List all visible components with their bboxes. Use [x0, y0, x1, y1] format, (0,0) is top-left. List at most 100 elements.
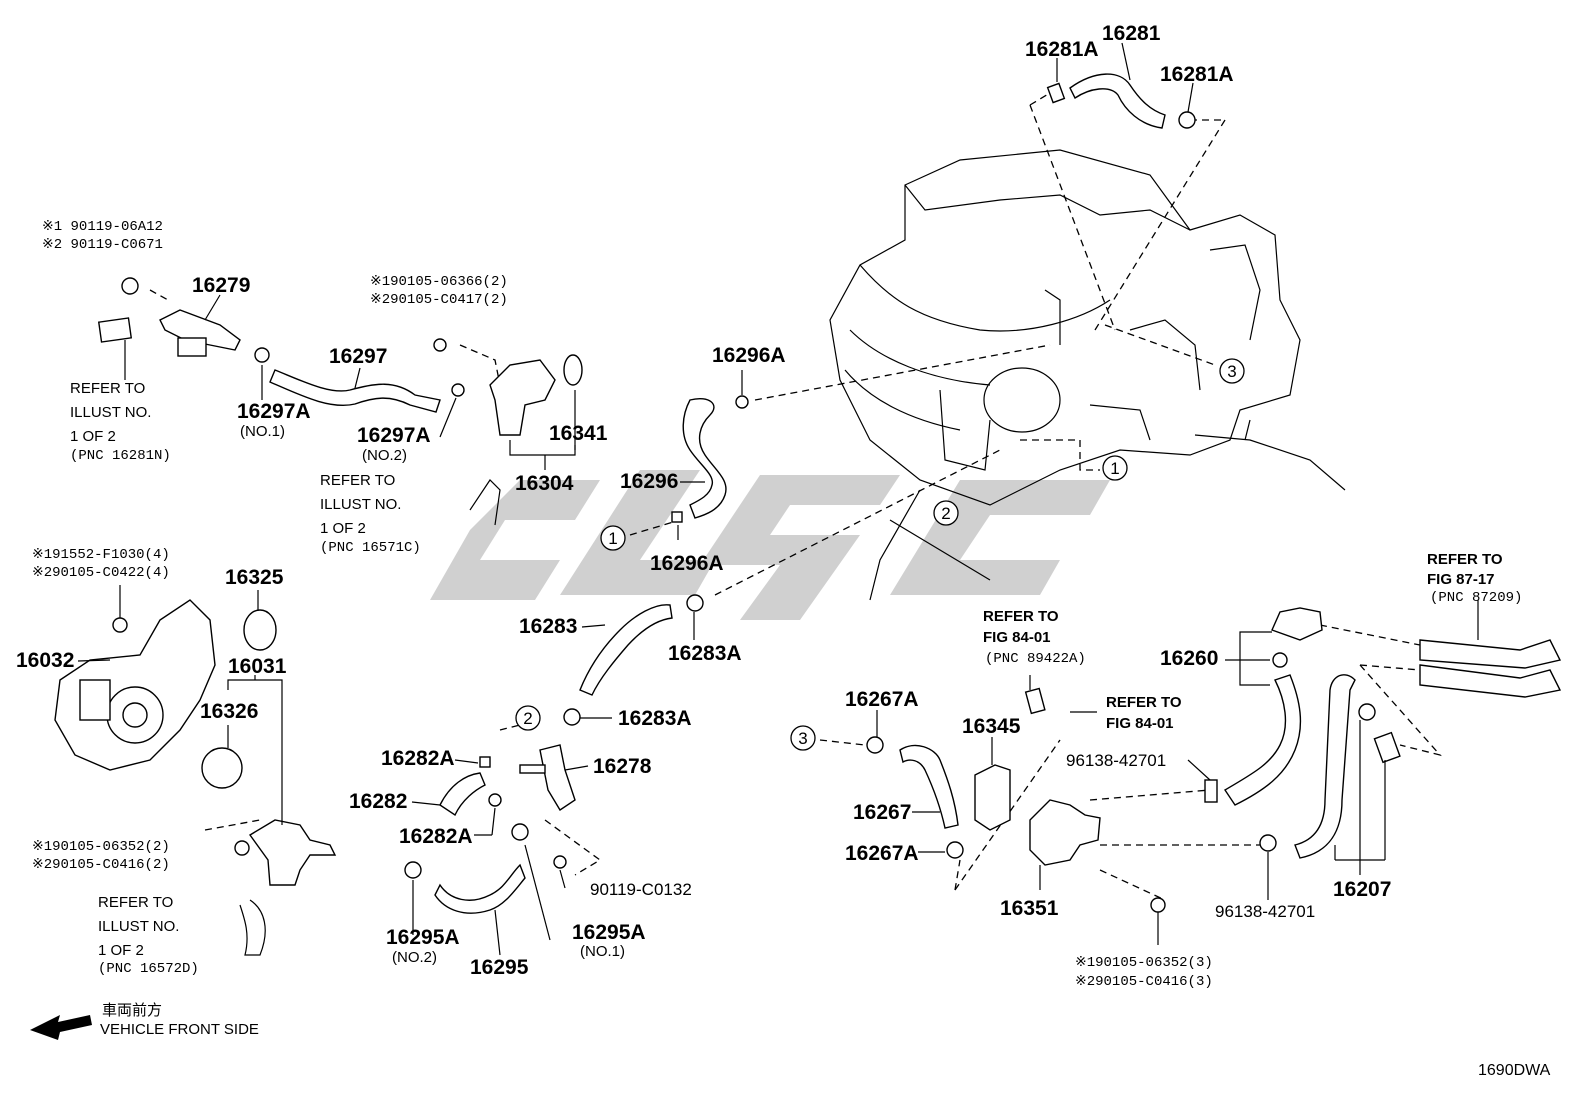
svg-text:2: 2	[523, 709, 532, 728]
svg-text:REFER TO: REFER TO	[1427, 551, 1503, 568]
label-16351[interactable]: 16351	[1000, 897, 1059, 920]
label-16281A-left[interactable]: 16281A	[1025, 38, 1099, 61]
label-16341[interactable]: 16341	[549, 422, 608, 445]
svg-text:FIG 84-01: FIG 84-01	[1106, 715, 1174, 732]
label-16282[interactable]: 16282	[349, 790, 407, 813]
label-16282A-top[interactable]: 16282A	[381, 747, 455, 770]
part-labels: 16281A 16281 16281A 16279 16297 16297A (…	[16, 22, 1391, 979]
svg-text:REFER TO: REFER TO	[983, 608, 1059, 625]
bolt-note-4b[interactable]: ※290105-C0416(2)	[32, 857, 170, 873]
label-16283[interactable]: 16283	[519, 615, 577, 638]
svg-text:3: 3	[798, 729, 807, 748]
refer-note-pnc-16571C[interactable]: REFER TO ILLUST NO. 1 OF 2 (PNC 16571C)	[320, 472, 421, 556]
svg-text:REFER TO: REFER TO	[320, 472, 395, 489]
label-16326[interactable]: 16326	[200, 700, 258, 723]
refer-note-pnc-87209[interactable]: REFER TO FIG 87-17 (PNC 87209)	[1427, 551, 1522, 606]
label-16295A-no1[interactable]: 16295A	[572, 921, 646, 944]
svg-text:ILLUST NO.: ILLUST NO.	[98, 918, 179, 935]
svg-text:REFER TO: REFER TO	[1106, 694, 1182, 711]
svg-text:REFER TO: REFER TO	[70, 380, 145, 397]
svg-text:ILLUST NO.: ILLUST NO.	[320, 496, 401, 513]
note-16297A-no1: (NO.1)	[240, 423, 285, 440]
label-16297[interactable]: 16297	[329, 345, 387, 368]
bolt-note-2a[interactable]: ※190105-06366(2)	[370, 274, 508, 290]
bolt-note-5a[interactable]: ※190105-06352(3)	[1075, 955, 1213, 971]
svg-text:(PNC 16571C): (PNC 16571C)	[320, 540, 421, 556]
callout-1-right: 1	[1102, 455, 1128, 481]
direction-label-en: VEHICLE FRONT SIDE	[100, 1021, 259, 1038]
label-16281[interactable]: 16281	[1102, 22, 1161, 45]
label-16031[interactable]: 16031	[228, 655, 287, 678]
label-16282A-bottom[interactable]: 16282A	[399, 825, 473, 848]
label-16345[interactable]: 16345	[962, 715, 1021, 738]
label-16325[interactable]: 16325	[225, 566, 284, 589]
bolt-note-3b[interactable]: ※290105-C0422(4)	[32, 565, 170, 581]
note-16295A-no2: (NO.2)	[392, 949, 437, 966]
label-16295A-no2[interactable]: 16295A	[386, 926, 460, 949]
refer-note-pnc-16281N[interactable]: REFER TO ILLUST NO. 1 OF 2 (PNC 16281N)	[70, 380, 171, 464]
callout-1-left: 1	[600, 525, 626, 551]
label-16032[interactable]: 16032	[16, 649, 74, 672]
callout-2-low: 2	[515, 705, 541, 731]
callout-2-mid: 2	[933, 500, 959, 526]
bolt-note-5b[interactable]: ※290105-C0416(3)	[1075, 974, 1213, 990]
label-16207[interactable]: 16207	[1333, 878, 1391, 901]
svg-text:1 OF 2: 1 OF 2	[70, 428, 116, 445]
label-16267A-top[interactable]: 16267A	[845, 688, 919, 711]
watermark-logo	[430, 470, 1110, 620]
svg-text:REFER TO: REFER TO	[98, 894, 173, 911]
front-arrow-icon	[30, 1015, 92, 1040]
note-16295A-no1: (NO.1)	[580, 943, 625, 960]
direction-label-ja: 車両前方	[102, 1002, 162, 1019]
bolt-note-3a[interactable]: ※191552-F1030(4)	[32, 547, 170, 563]
svg-text:1: 1	[608, 529, 617, 548]
bolt-notes: ※1 90119-06A12 ※2 90119-C0671 ※190105-06…	[32, 219, 1213, 990]
label-96138-42701-bottom[interactable]: 96138-42701	[1215, 902, 1315, 921]
label-96138-42701-top[interactable]: 96138-42701	[1066, 751, 1166, 770]
label-16278[interactable]: 16278	[593, 755, 652, 778]
svg-text:FIG 87-17: FIG 87-17	[1427, 571, 1495, 588]
label-16283A-top[interactable]: 16283A	[668, 642, 742, 665]
label-16283A-bottom[interactable]: 16283A	[618, 707, 692, 730]
svg-text:1 OF 2: 1 OF 2	[98, 942, 144, 959]
refer-note-pnc-89422A[interactable]: REFER TO FIG 84-01 (PNC 89422A)	[983, 608, 1086, 667]
callout-3-top: 3	[1219, 358, 1245, 384]
callout-3-low: 3	[790, 725, 816, 751]
svg-text:(PNC 87209): (PNC 87209)	[1430, 590, 1522, 606]
label-16296A-top[interactable]: 16296A	[712, 344, 786, 367]
label-16296A-bottom[interactable]: 16296A	[650, 552, 724, 575]
label-16296[interactable]: 16296	[620, 470, 678, 493]
label-16279[interactable]: 16279	[192, 274, 250, 297]
refer-note-fig-84-01[interactable]: REFER TO FIG 84-01	[1106, 694, 1182, 732]
svg-text:1 OF 2: 1 OF 2	[320, 520, 366, 537]
note-16297A-no2: (NO.2)	[362, 447, 407, 464]
bolt-note-2b[interactable]: ※290105-C0417(2)	[370, 292, 508, 308]
connector-lines	[149, 89, 1442, 901]
label-16295[interactable]: 16295	[470, 956, 529, 979]
svg-text:3: 3	[1227, 362, 1236, 381]
label-16304[interactable]: 16304	[515, 472, 574, 495]
bolt-note-4a[interactable]: ※190105-06352(2)	[32, 839, 170, 855]
svg-text:1: 1	[1110, 459, 1119, 478]
svg-text:(PNC 89422A): (PNC 89422A)	[985, 651, 1086, 667]
leader-lines	[77, 42, 1479, 956]
svg-text:2: 2	[941, 504, 950, 523]
engine-block-outline	[829, 149, 1346, 601]
part-shapes	[30, 73, 1562, 1040]
svg-text:(PNC 16572D): (PNC 16572D)	[98, 961, 199, 977]
label-90119-C0132[interactable]: 90119-C0132	[590, 880, 692, 899]
label-16267[interactable]: 16267	[853, 801, 911, 824]
svg-text:ILLUST NO.: ILLUST NO.	[70, 404, 151, 421]
label-16297A-no1[interactable]: 16297A	[237, 400, 311, 423]
label-16281A-right[interactable]: 16281A	[1160, 63, 1234, 86]
refer-note-pnc-16572D[interactable]: REFER TO ILLUST NO. 1 OF 2 (PNC 16572D)	[98, 894, 199, 977]
front-direction-legend: 車両前方 VEHICLE FRONT SIDE	[100, 1002, 259, 1038]
svg-text:FIG 84-01: FIG 84-01	[983, 629, 1051, 646]
bolt-note-1a[interactable]: ※1 90119-06A12	[42, 219, 163, 235]
label-16297A-no2[interactable]: 16297A	[357, 424, 431, 447]
bolt-note-1b[interactable]: ※2 90119-C0671	[42, 237, 163, 253]
label-16267A-bottom[interactable]: 16267A	[845, 842, 919, 865]
label-16260[interactable]: 16260	[1160, 647, 1218, 670]
